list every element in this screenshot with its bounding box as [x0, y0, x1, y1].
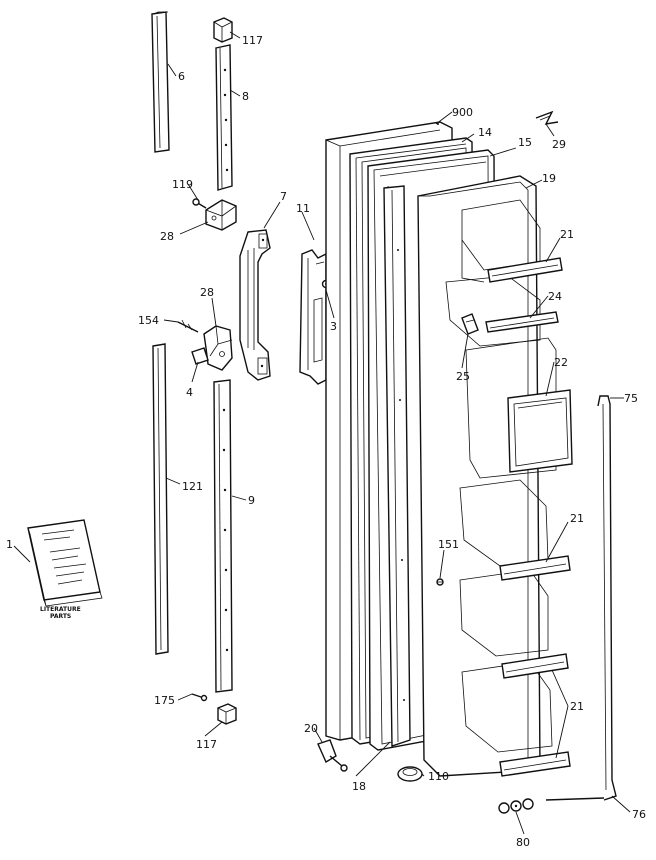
callout-117-bottom: 117 — [196, 738, 217, 751]
part-21-shelf-lower-1 — [501, 653, 569, 679]
part-28-hinge-upper — [205, 199, 237, 231]
part-11-bracket — [299, 249, 327, 385]
callout-900: 900 — [452, 106, 473, 119]
part-117-cap-bottom — [217, 703, 237, 725]
part-22-dispenser — [507, 389, 573, 473]
callout-154: 154 — [138, 314, 159, 327]
callout-19: 19 — [542, 172, 556, 185]
callout-18: 18 — [352, 780, 366, 793]
callout-15: 15 — [518, 136, 532, 149]
callout-29: 29 — [552, 138, 566, 151]
callout-110: 110 — [428, 770, 449, 783]
part-75-rod — [597, 395, 617, 801]
callout-28-upper: 28 — [160, 230, 174, 243]
part-8-bar — [215, 44, 233, 191]
part-18-liner-edge — [383, 185, 411, 747]
callout-76: 76 — [632, 808, 646, 821]
part-154-screw — [177, 319, 199, 333]
part-21-shelf-mid — [499, 555, 571, 581]
callout-11: 11 — [296, 202, 310, 215]
part-80-nuts — [498, 798, 534, 814]
part-6-trim — [151, 11, 170, 153]
callout-75: 75 — [624, 392, 638, 405]
callout-9: 9 — [248, 494, 255, 507]
callout-151: 151 — [438, 538, 459, 551]
part-119-screw — [192, 198, 207, 209]
part-25-switch — [461, 313, 479, 335]
callout-21-mid: 21 — [570, 512, 584, 525]
callout-1: 1 — [6, 538, 13, 551]
callout-119: 119 — [172, 178, 193, 191]
callout-21-lower: 21 — [570, 700, 584, 713]
callout-3: 3 — [330, 320, 337, 333]
callout-25: 25 — [456, 370, 470, 383]
literature-caption-1: LITERATURE — [40, 606, 81, 613]
part-29-clip — [535, 110, 559, 125]
part-117-cap-top — [213, 17, 233, 43]
callout-80: 80 — [516, 836, 530, 849]
callout-117-top: 117 — [242, 34, 263, 47]
callout-24: 24 — [548, 290, 562, 303]
part-151-screw — [436, 578, 444, 586]
callout-121: 121 — [182, 480, 203, 493]
part-121-strip — [152, 343, 169, 655]
part-20-valve — [317, 739, 348, 772]
callout-14: 14 — [478, 126, 492, 139]
literature-caption-2: PARTS — [50, 613, 71, 620]
part-9-bar — [213, 379, 233, 693]
callout-28-lower: 28 — [200, 286, 214, 299]
callout-labels: 117 6 8 119 28 7 28 154 4 121 9 1 175 11… — [6, 34, 646, 849]
part-175-screw — [191, 693, 208, 702]
part-76-wire — [545, 797, 605, 801]
part-4-clip — [191, 347, 209, 365]
part-21-shelf-upper — [487, 257, 563, 283]
callout-21-upper: 21 — [560, 228, 574, 241]
part-1-literature: LITERATURE PARTS — [27, 519, 103, 620]
callout-4: 4 — [186, 386, 193, 399]
part-28-hinge-lower — [203, 325, 233, 371]
callout-8: 8 — [242, 90, 249, 103]
leader-lines — [13, 31, 631, 835]
callout-22: 22 — [554, 356, 568, 369]
part-110-cap — [397, 766, 423, 782]
part-7-handle — [239, 229, 271, 381]
callout-175: 175 — [154, 694, 175, 707]
callout-6: 6 — [178, 70, 185, 83]
callout-20: 20 — [304, 722, 318, 735]
part-21-shelf-lower-2 — [499, 751, 571, 777]
callout-7: 7 — [280, 190, 287, 203]
